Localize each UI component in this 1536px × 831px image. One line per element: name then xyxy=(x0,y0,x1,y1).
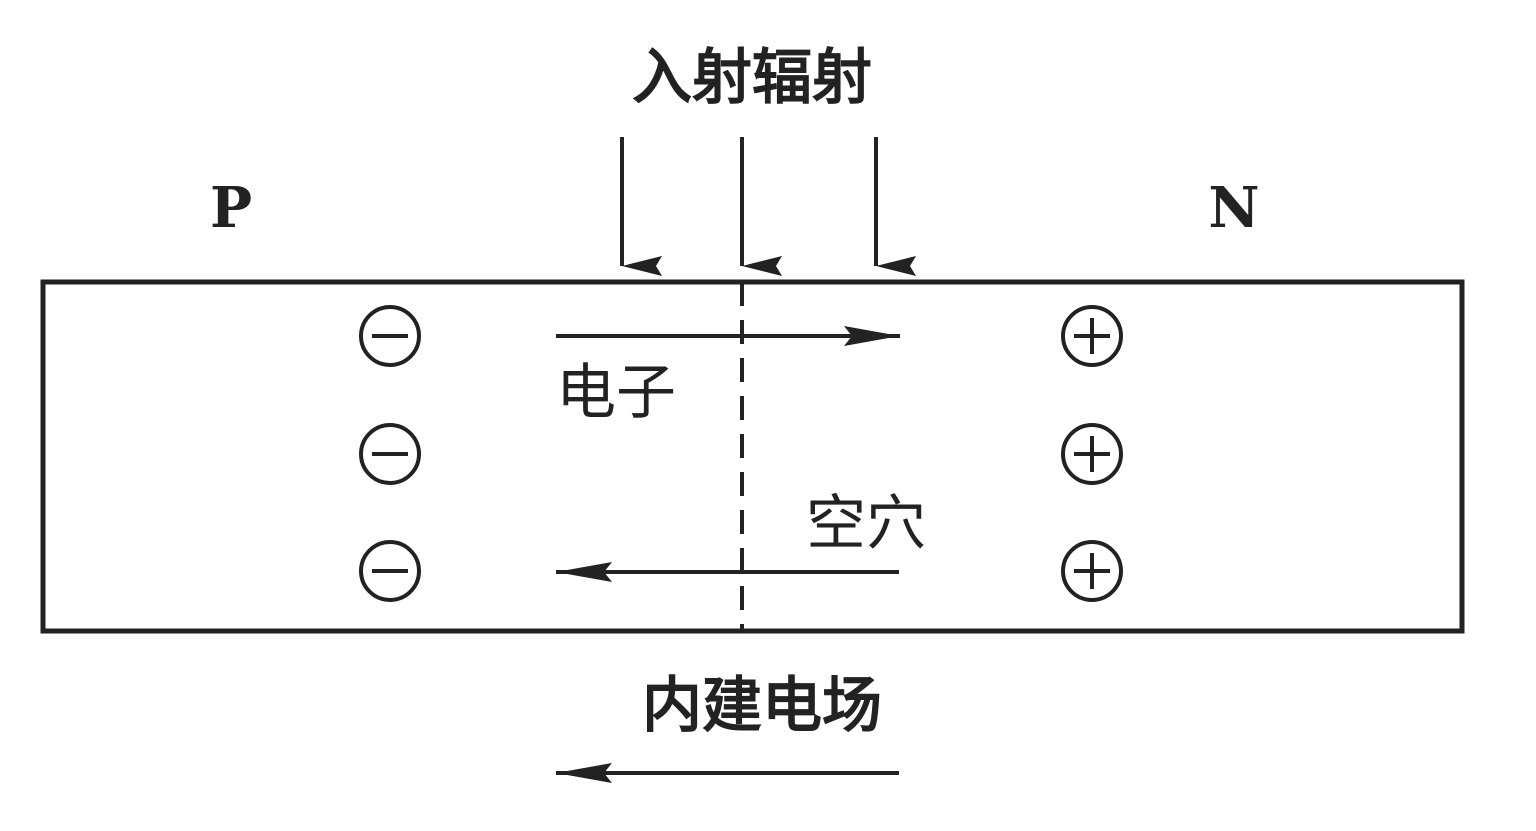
built-in-field-label: 内建电场 xyxy=(642,671,882,741)
hole-label: 空穴 xyxy=(806,489,926,559)
semiconductor-box xyxy=(40,279,1465,634)
incident-radiation-label: 入射辐射 xyxy=(632,43,872,113)
negative-charge-icon xyxy=(359,305,421,367)
positive-charge-icon xyxy=(1061,423,1123,485)
negative-charge-icon xyxy=(359,540,421,602)
electron-label: 电子 xyxy=(556,358,676,428)
n-region-label: N xyxy=(1208,175,1259,241)
negative-charge-icon xyxy=(359,423,421,485)
positive-charge-icon xyxy=(1061,540,1123,602)
p-region-label: P xyxy=(210,175,252,241)
positive-charge-icon xyxy=(1061,305,1123,367)
